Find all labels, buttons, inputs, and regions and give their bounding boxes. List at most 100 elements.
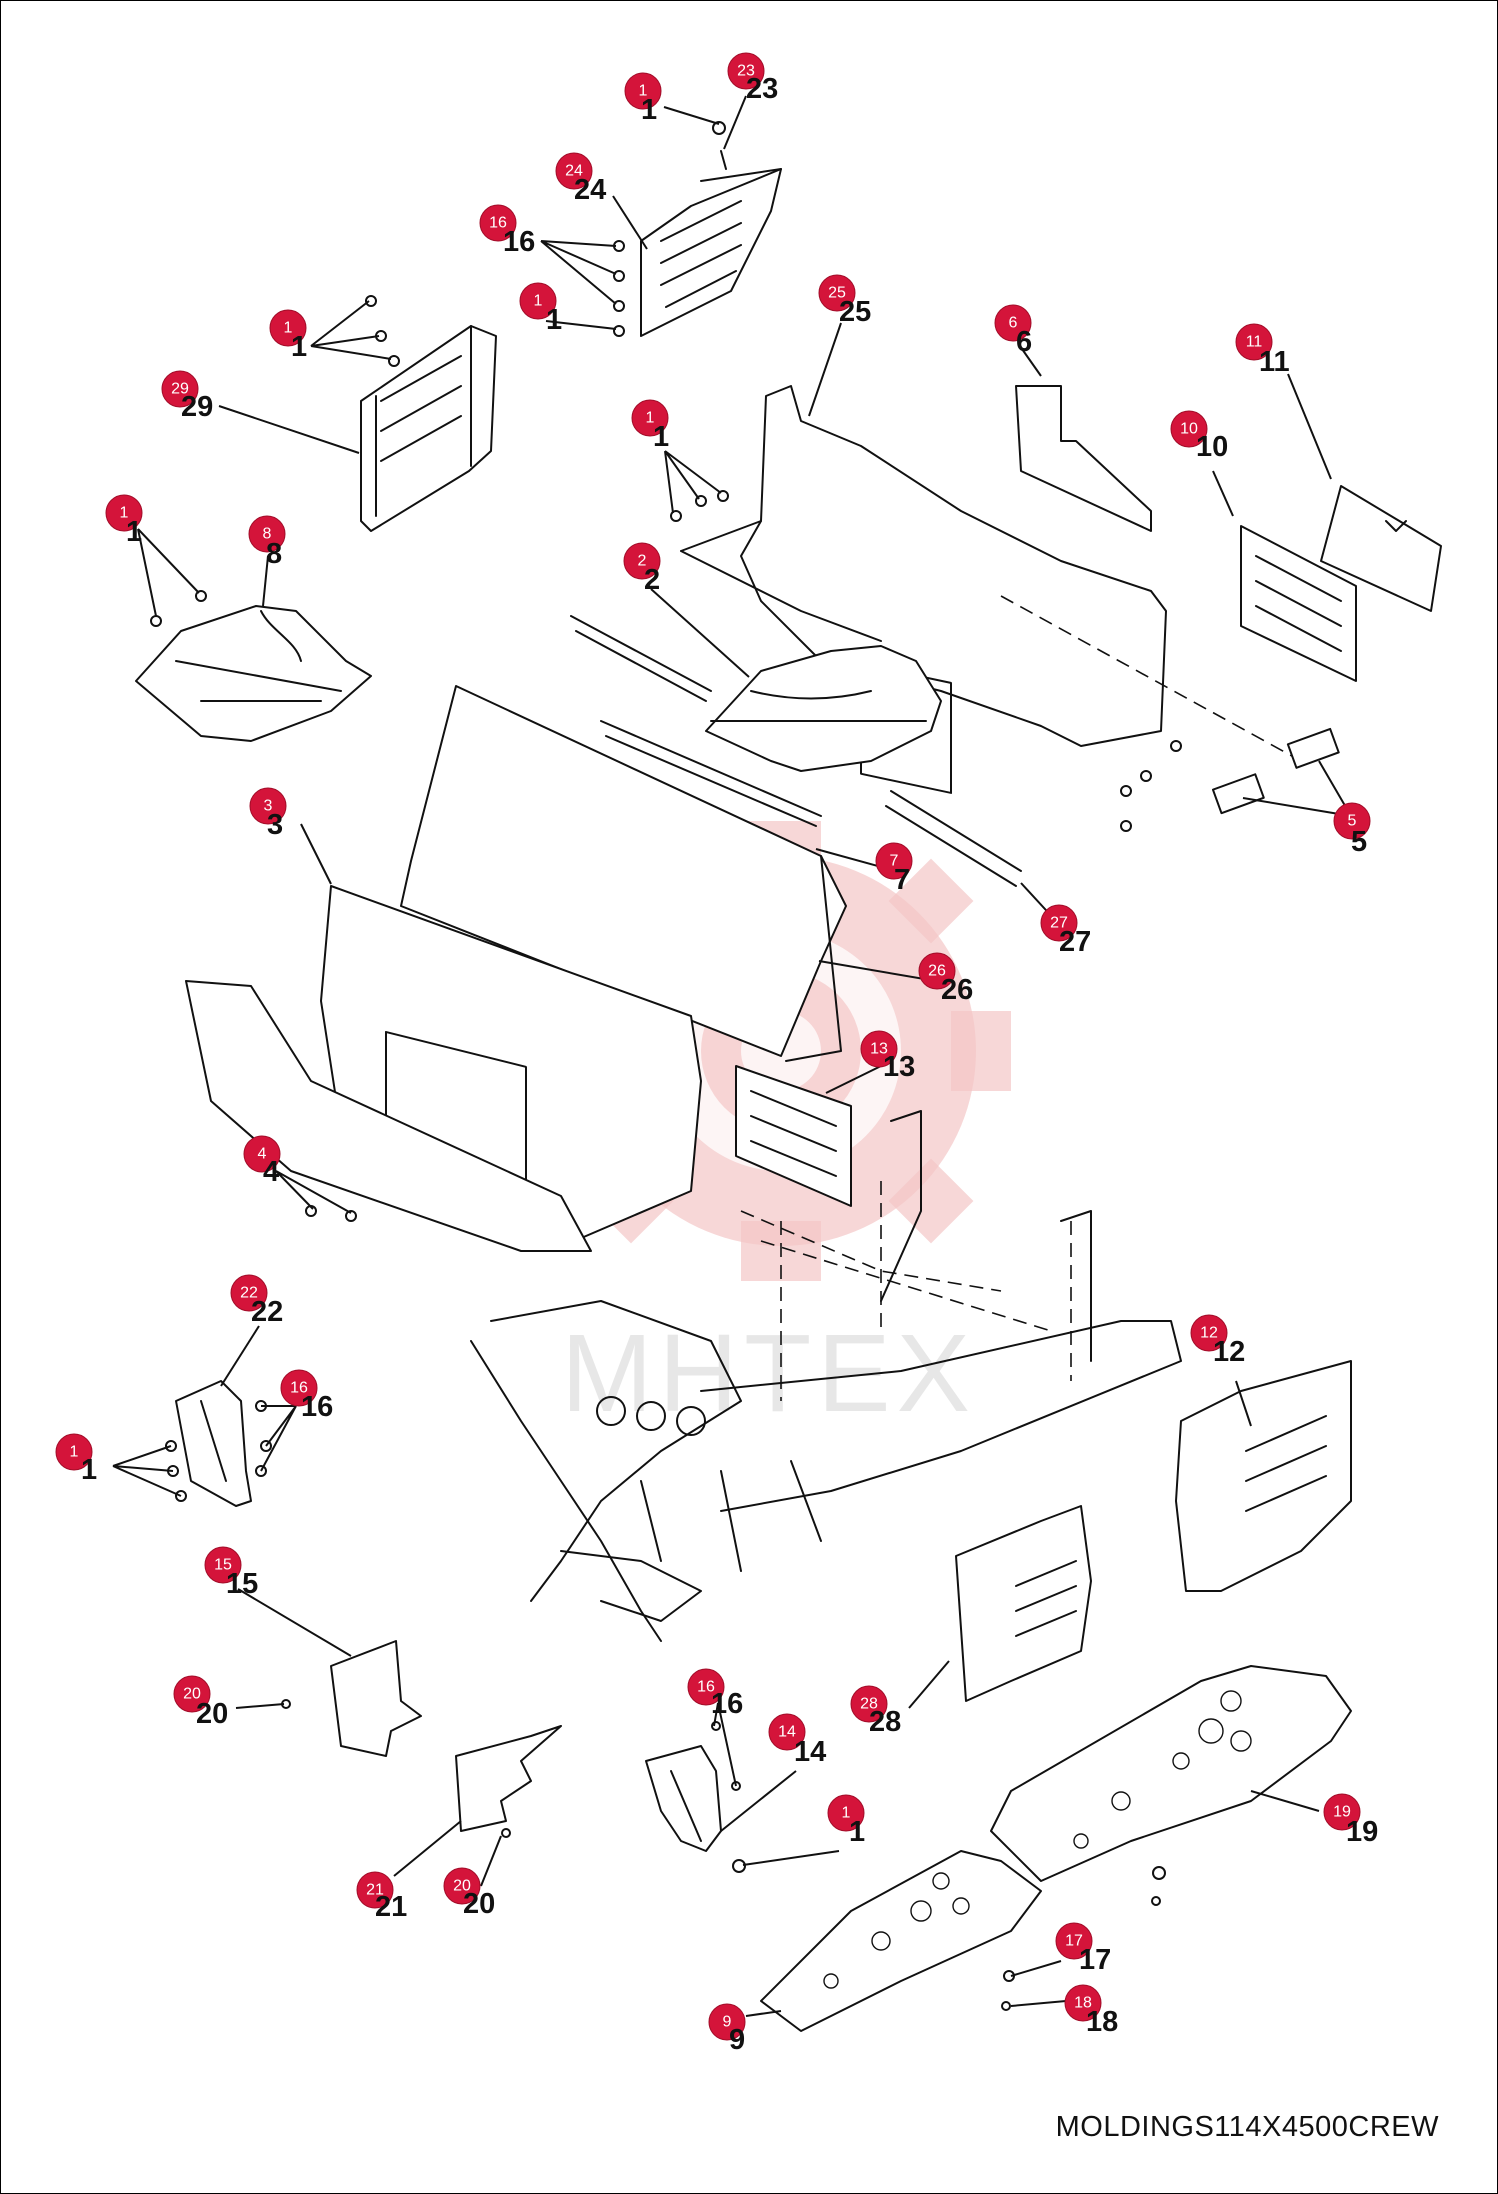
callout-number: 16 (711, 1688, 743, 1720)
callout-badge: 5 (1333, 802, 1371, 840)
callout-badge: 20 (443, 1867, 481, 1905)
callout-c01: 1 1 (624, 72, 662, 126)
callout-number: 1 (641, 94, 657, 126)
callout-badge: 3 (249, 787, 287, 825)
callout-number: 16 (503, 226, 535, 258)
svg-text:1: 1 (534, 293, 543, 310)
callout-c07: 7 7 (875, 842, 913, 896)
callout-badge: 17 (1055, 1922, 1093, 1960)
callout-badge: 26 (918, 952, 956, 990)
svg-text:9: 9 (723, 2014, 732, 2031)
part-14-duct (645, 1745, 722, 1852)
part-2-rail (570, 615, 822, 827)
callout-number: 24 (574, 174, 606, 206)
part-11-gasket (1320, 485, 1442, 612)
callout-number: 10 (1196, 431, 1228, 463)
callout-badge: 9 (708, 2003, 746, 2041)
svg-text:19: 19 (1333, 1804, 1351, 1821)
callout-badge: 11 (1235, 323, 1273, 361)
alignment-line (1000, 595, 1302, 762)
svg-text:20: 20 (453, 1878, 471, 1895)
callout-c01c: 1 1 (269, 309, 307, 363)
svg-text:29: 29 (171, 381, 189, 398)
callout-number: 11 (1259, 346, 1290, 378)
callout-badge: 23 (727, 52, 765, 90)
callout-badge: 18 (1064, 1984, 1102, 2022)
callout-c25: 25 25 (818, 274, 871, 328)
part-19-floor-plate (990, 1665, 1352, 1882)
callout-badge: 13 (860, 1030, 898, 1068)
svg-text:13: 13 (870, 1041, 888, 1058)
svg-text:23: 23 (737, 63, 755, 80)
callout-number: 5 (1351, 826, 1367, 858)
callout-number: 25 (839, 296, 871, 328)
callout-number: 16 (301, 1391, 333, 1423)
callout-badge: 1 (519, 282, 557, 320)
callout-number: 6 (1016, 326, 1032, 358)
callout-number: 1 (291, 331, 307, 363)
callout-c02: 2 2 (623, 542, 661, 596)
callout-c01f: 1 1 (55, 1433, 97, 1486)
svg-text:21: 21 (366, 1882, 384, 1899)
fastener-screws (150, 121, 1182, 2011)
callout-c16a: 16 16 (479, 204, 535, 258)
svg-text:2: 2 (638, 553, 647, 570)
svg-text:24: 24 (565, 163, 583, 180)
callout-number: 17 (1079, 1944, 1111, 1976)
callout-c14: 14 14 (768, 1713, 826, 1768)
part-6-gasket (1015, 385, 1152, 532)
callout-number: 29 (181, 391, 213, 423)
callout-badge: 1 (631, 399, 669, 437)
callout-badge: 25 (818, 274, 856, 312)
callout-number: 27 (1059, 926, 1091, 958)
part-24-vent-panel (640, 150, 782, 337)
callout-c04: 4 4 (243, 1135, 281, 1188)
svg-text:7: 7 (890, 853, 899, 870)
svg-text:4: 4 (258, 1146, 267, 1163)
part-13-grille (735, 1065, 852, 1207)
callout-c05: 5 5 (1333, 802, 1371, 858)
callout-c12: 12 12 (1190, 1314, 1245, 1368)
diagram-caption: MOLDINGS114X4500CREW (1055, 2111, 1439, 2143)
part-29-vent-panel (360, 325, 497, 532)
part-15-bracket (330, 1640, 422, 1757)
callout-c10: 10 10 (1170, 410, 1228, 463)
svg-text:15: 15 (214, 1557, 232, 1574)
callout-badge: 1 (827, 1794, 865, 1832)
callout-number: 14 (794, 1736, 826, 1768)
part-28-side-panel (955, 1505, 1092, 1702)
part-2-floor-tub (705, 645, 942, 772)
callout-c20a: 20 20 (173, 1675, 228, 1730)
svg-text:8: 8 (263, 526, 272, 543)
callout-badge: 1 (269, 309, 307, 347)
svg-text:22: 22 (240, 1285, 258, 1302)
callout-number: 12 (1213, 1336, 1245, 1368)
svg-text:25: 25 (828, 285, 846, 302)
callout-badge: 10 (1170, 410, 1208, 448)
part-26-floor-board (400, 685, 847, 1062)
callout-number: 13 (883, 1051, 915, 1083)
callout-number: 1 (126, 516, 142, 548)
svg-text:1: 1 (284, 320, 293, 337)
callout-c22: 22 22 (230, 1274, 283, 1328)
callout-badge: 12 (1190, 1314, 1228, 1352)
callout-badge: 1 (105, 494, 143, 532)
callout-number: 26 (941, 974, 973, 1006)
callout-number: 2 (644, 564, 660, 596)
svg-text:1: 1 (646, 410, 655, 427)
part-5-plugs (1211, 727, 1340, 815)
callout-badge: 4 (243, 1135, 281, 1173)
svg-text:1: 1 (842, 1805, 851, 1822)
callout-badge: 1 (624, 72, 662, 110)
callout-number: 15 (226, 1568, 258, 1600)
callout-c06: 6 6 (994, 304, 1032, 358)
callout-badge: 19 (1323, 1793, 1361, 1831)
svg-text:27: 27 (1050, 915, 1068, 932)
part-22-duct (175, 1380, 252, 1507)
callout-badge: 8 (248, 515, 286, 553)
svg-text:11: 11 (1246, 334, 1263, 351)
callout-c18: 18 18 (1064, 1984, 1118, 2038)
callout-c03: 3 3 (249, 787, 287, 841)
part-27-rail (885, 790, 1022, 887)
